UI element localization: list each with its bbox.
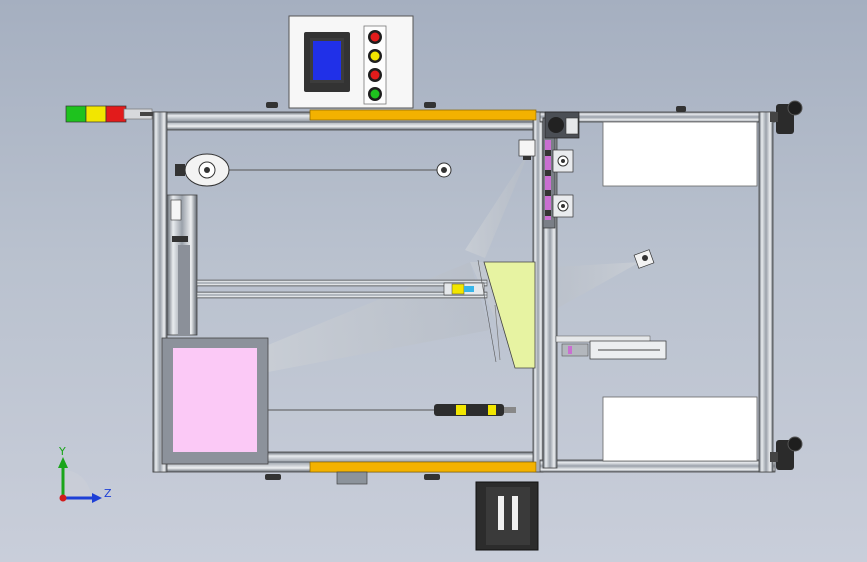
tension-pulley bbox=[175, 153, 452, 187]
axis-label-y: Y bbox=[58, 445, 66, 458]
probe-tool bbox=[268, 404, 516, 416]
hmi-screen[interactable] bbox=[313, 41, 341, 80]
gripper-cylinder bbox=[443, 282, 485, 296]
orange-cover-bottom bbox=[309, 461, 537, 473]
orange-cover-top bbox=[309, 109, 537, 121]
coordinate-triad-icon: Y Z bbox=[58, 445, 112, 503]
sensor-rail bbox=[542, 111, 580, 229]
sensor-mount-2 bbox=[552, 194, 574, 218]
pilot-lamp-green bbox=[370, 89, 380, 99]
side-sensor bbox=[633, 249, 655, 269]
top-bracket bbox=[544, 111, 580, 139]
control-box[interactable] bbox=[266, 15, 436, 109]
vertical-linear-module bbox=[166, 194, 198, 336]
caster-wheel-icon bbox=[770, 436, 803, 470]
axis-label-z: Z bbox=[104, 487, 112, 500]
panel-top-right bbox=[602, 121, 758, 187]
pilot-lamp-red bbox=[370, 32, 380, 42]
sensor-mount-1 bbox=[552, 149, 574, 173]
signal-tower-green-segment bbox=[65, 105, 87, 123]
pilot-lamps bbox=[368, 30, 382, 101]
right-slide-cylinder bbox=[555, 335, 667, 360]
light-cone-right bbox=[535, 262, 640, 318]
pilot-lamp-yellow bbox=[370, 51, 380, 61]
pink-display-panel bbox=[161, 337, 269, 465]
camera-head bbox=[518, 139, 536, 160]
horizontal-rail bbox=[196, 279, 488, 299]
light-cone-upper bbox=[465, 150, 530, 258]
caster-wheel-icon bbox=[770, 100, 803, 134]
light-cone-lower bbox=[268, 262, 490, 372]
signal-tower-yellow-segment bbox=[85, 105, 107, 123]
pilot-lamp-red bbox=[370, 70, 380, 80]
signal-tower bbox=[65, 105, 154, 123]
hopper bbox=[477, 259, 536, 369]
signal-tower-red-segment bbox=[105, 105, 127, 123]
panel-bottom-right bbox=[602, 396, 758, 462]
bottom-motor-unit bbox=[475, 481, 539, 551]
